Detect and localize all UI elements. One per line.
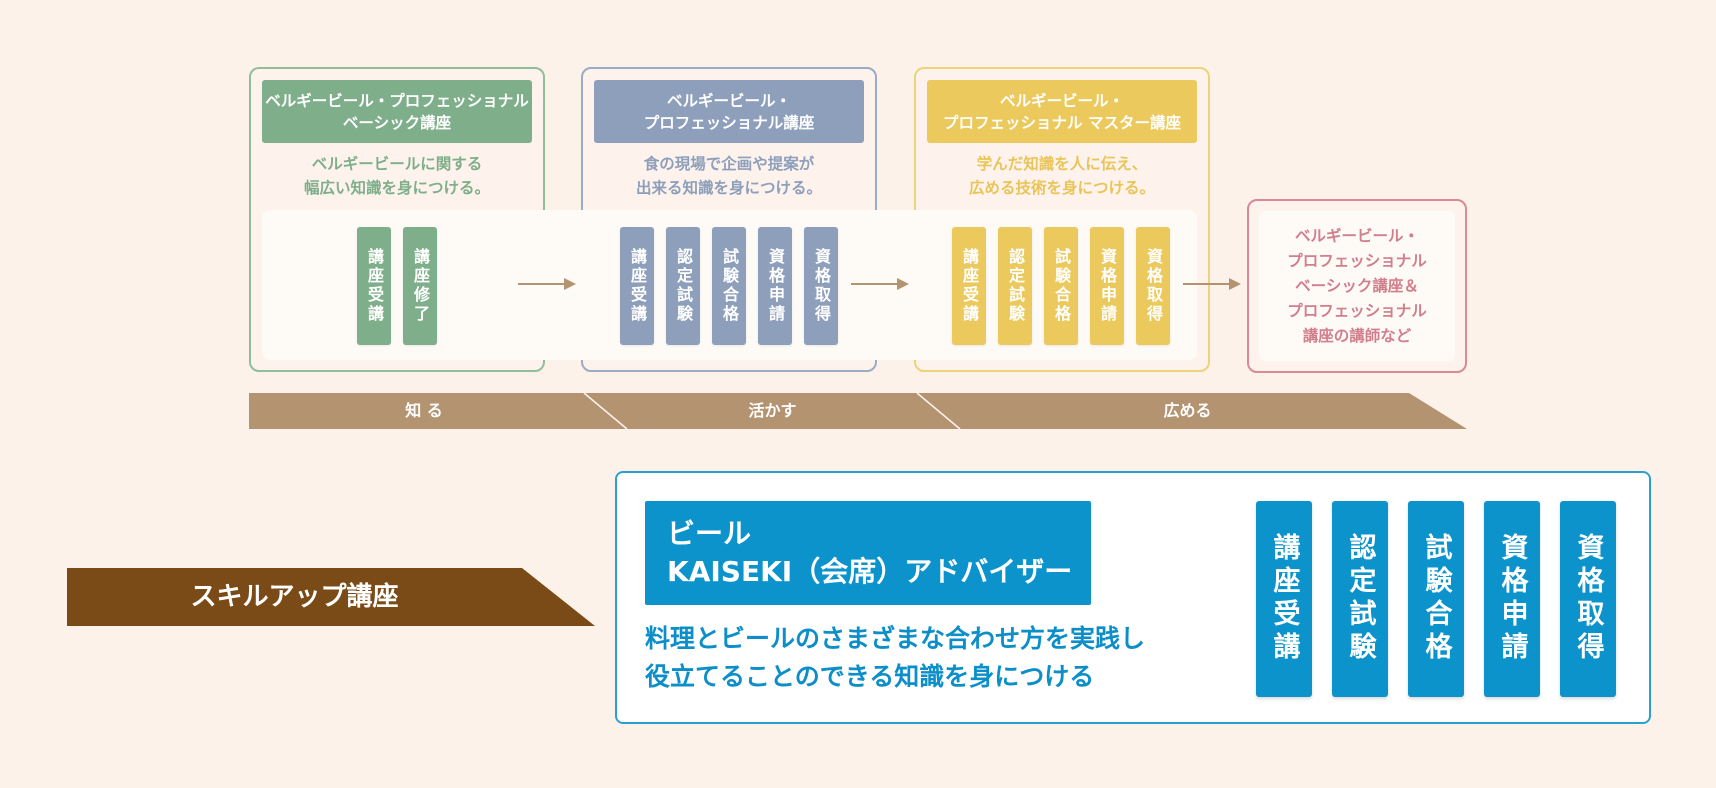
master-step-attend: 講座受講 <box>952 227 986 345</box>
basic-step-attend: 講座受講 <box>357 227 391 345</box>
basic-course-description: ベルギービールに関する 幅広い知識を身につける。 <box>303 155 490 197</box>
professional-course-title: ベルギービール・ プロフェッショナル講座 <box>594 80 864 143</box>
master-step-exam: 認定試験 <box>998 227 1032 345</box>
arrow-right-icon <box>1183 278 1241 290</box>
kaiseki-advisor-title: ビール KAISEKI（会席）アドバイザー <box>645 501 1091 605</box>
professional-step-exam: 認定試験 <box>666 227 700 345</box>
professional-step-acquire: 資格取得 <box>804 227 838 345</box>
stage-timeline-bar <box>249 393 1467 429</box>
professional-step-pass: 試験合格 <box>712 227 746 345</box>
master-step-acquire: 資格取得 <box>1136 227 1170 345</box>
kaiseki-step-exam: 認定試験 <box>1332 501 1388 697</box>
basic-course-title: ベルギービール・プロフェッショナル ベーシック講座 <box>262 80 532 143</box>
arrow-right-icon <box>851 278 909 290</box>
skill-up-tag-shape <box>67 568 595 626</box>
basic-step-complete: 講座修了 <box>403 227 437 345</box>
skill-up-tag-label: スキルアップ講座 <box>190 582 399 612</box>
arrow-right-icon <box>518 278 576 290</box>
instructor-goal-text: ベルギービール・ プロフェッショナル ベーシック講座＆ プロフェッショナル 講座… <box>1259 211 1455 361</box>
professional-step-apply: 資格申請 <box>758 227 792 345</box>
stage-label-apply: 活かす <box>748 401 797 420</box>
stage-label-spread: 広める <box>1163 401 1212 420</box>
professional-course-description: 食の現場で企画や提案が 出来る知識を身につける。 <box>635 155 822 197</box>
kaiseki-advisor-description: 料理とビールのさまざまな合わせ方を実践し 役立てることのできる知識を身につける <box>645 624 1146 691</box>
kaiseki-step-acquire: 資格取得 <box>1560 501 1616 697</box>
kaiseki-step-attend: 講座受講 <box>1256 501 1312 697</box>
stage-label-know: 知 る <box>405 401 443 420</box>
kaiseki-step-apply: 資格申請 <box>1484 501 1540 697</box>
master-step-pass: 試験合格 <box>1044 227 1078 345</box>
master-step-apply: 資格申請 <box>1090 227 1124 345</box>
master-course-description: 学んだ知識を人に伝え、 広める技術を身につける。 <box>968 155 1155 197</box>
professional-step-attend: 講座受講 <box>620 227 654 345</box>
master-course-title: ベルギービール・ プロフェッショナル マスター講座 <box>927 80 1197 143</box>
kaiseki-step-pass: 試験合格 <box>1408 501 1464 697</box>
